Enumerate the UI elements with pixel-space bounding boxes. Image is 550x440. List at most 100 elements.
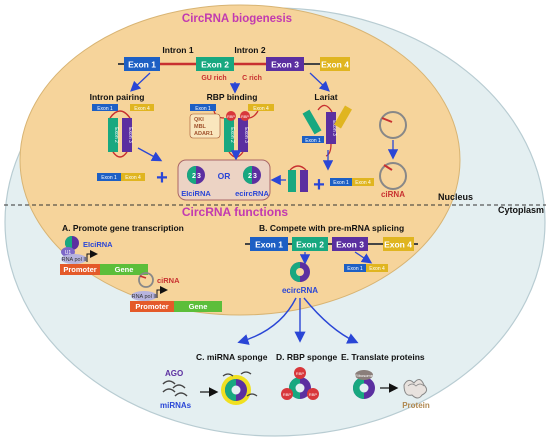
svg-text:Exon 4: Exon 4 — [384, 240, 412, 250]
svg-text:Exon 1: Exon 1 — [101, 175, 117, 181]
intron-2-label: Intron 2 — [234, 45, 265, 55]
mirna-sponge: AGO miRNAs — [160, 369, 258, 410]
transcription-cirna: ciRNA RNA pol II Promoter Gene — [130, 272, 222, 312]
svg-text:Exon 1: Exon 1 — [195, 106, 211, 112]
svg-text:Exon 3: Exon 3 — [336, 240, 364, 250]
svg-text:+: + — [313, 174, 325, 196]
svg-text:Gene: Gene — [189, 302, 208, 311]
exon-3-block — [266, 57, 304, 71]
mirnas-label: miRNAs — [160, 401, 192, 410]
svg-text:RBP: RBP — [283, 392, 292, 397]
linear-product-bottom: Exon 1 Exon 4 — [344, 264, 388, 272]
ecircrna-label: ecircRNA — [235, 189, 269, 198]
svg-text:Exon 2: Exon 2 — [229, 127, 235, 143]
function-c-label: C. miRNA sponge — [196, 352, 268, 362]
svg-text:RBP: RBP — [241, 115, 249, 119]
rbp-binding-structure: Exon 1 Exon 4 Exon 2 Exon 3 RBP RBP QKI … — [189, 104, 274, 158]
ago-label: AGO — [165, 369, 183, 378]
intron-pairing-label: Intron pairing — [90, 92, 145, 102]
exon-2-block — [196, 57, 234, 71]
svg-text:Exon 1: Exon 1 — [305, 138, 321, 144]
svg-text:Exon 3: Exon 3 — [331, 120, 337, 136]
ecircrna-central: ecircRNA — [282, 262, 318, 295]
rbp-binding-label: RBP binding — [207, 92, 258, 102]
svg-text:Exon 1: Exon 1 — [347, 266, 363, 272]
translate-proteins: Ribosome Protein — [353, 370, 430, 410]
arrow-pairing-to-product — [137, 147, 163, 162]
svg-text:RBP: RBP — [309, 392, 318, 397]
exon-2-label: Exon 2 — [201, 60, 229, 70]
or-label: OR — [218, 171, 231, 181]
gu-rich-label: GU rich — [201, 75, 226, 82]
cirna-label-nucleus: ciRNA — [381, 190, 405, 199]
rbp-sponge: RBP RBP RBP — [281, 367, 319, 400]
biogenesis-title: CircRNA biogenesis — [182, 13, 292, 25]
svg-text:Exon 4: Exon 4 — [125, 175, 141, 181]
svg-text:Promoter: Promoter — [63, 265, 96, 274]
svg-text:Exon 4: Exon 4 — [253, 106, 269, 112]
ecircrna-central-label: ecircRNA — [282, 286, 318, 295]
exon-1-label: Exon 1 — [128, 60, 156, 70]
linear-product-left: Exon 1 Exon 4 + — [97, 167, 168, 189]
svg-text:2: 2 — [192, 173, 196, 180]
lariat-label: Lariat — [314, 92, 337, 102]
svg-text:Exon 2: Exon 2 — [296, 240, 324, 250]
protein-label: Protein — [402, 401, 430, 410]
svg-text:Exon 4: Exon 4 — [369, 266, 385, 272]
transcription-elcirna: EIciRNA U1 RNA pol II Promoter Gene — [60, 236, 148, 275]
svg-text:RNA pol II: RNA pol II — [62, 257, 87, 263]
svg-text:Exon 1: Exon 1 — [255, 240, 283, 250]
nucleus-label: Nucleus — [438, 192, 473, 202]
svg-text:2: 2 — [248, 173, 252, 180]
functions-title: CircRNA functions — [182, 205, 289, 219]
svg-text:RBP: RBP — [296, 371, 305, 376]
intron-pairing-structure: Exon 1 Exon 2 Exon 3 Exon 4 — [92, 104, 154, 158]
circrna-products-box: 2 3 EIciRNA OR 2 3 ecircRNA — [177, 159, 271, 201]
svg-text:Exon 3: Exon 3 — [127, 127, 133, 143]
lariat-product-right: + Exon 1 Exon 4 — [270, 165, 374, 196]
exon-3-label: Exon 3 — [271, 60, 299, 70]
svg-text:3: 3 — [197, 173, 201, 180]
svg-text:Exon 3: Exon 3 — [243, 127, 249, 143]
intron-1-label: Intron 1 — [162, 45, 193, 55]
exon-1-block — [124, 57, 160, 71]
pre-mrna-top: Exon 1 Exon 2 Exon 3 Exon 4 Intron 1 Int… — [118, 45, 350, 82]
svg-text:Exon 2: Exon 2 — [113, 127, 119, 143]
mbl-label: MBL — [194, 124, 207, 130]
cirna-pathway: ciRNA — [379, 111, 407, 199]
svg-text:RNA pol II: RNA pol II — [132, 294, 157, 300]
arrow-to-intron-pairing — [130, 72, 151, 92]
svg-text:RBP: RBP — [227, 115, 235, 119]
arrow-to-lariat — [309, 72, 330, 92]
svg-text:Exon 4: Exon 4 — [134, 106, 150, 112]
exon-4-block — [320, 57, 350, 71]
adar1-label: ADAR1 — [194, 131, 213, 137]
exon-4-label: Exon 4 — [321, 60, 349, 70]
cytoplasm-label: Cytoplasm — [498, 205, 544, 215]
svg-text:Exon 4: Exon 4 — [355, 180, 371, 186]
qki-label: QKI — [194, 117, 204, 123]
svg-text:Exon 1: Exon 1 — [97, 106, 113, 112]
svg-text:3: 3 — [253, 173, 257, 180]
svg-text:Exon 1: Exon 1 — [333, 180, 349, 186]
function-b-label: B. Compete with pre-mRNA splicing — [259, 223, 404, 233]
svg-text:ciRNA: ciRNA — [157, 276, 180, 285]
arrow-to-translate — [303, 297, 359, 344]
arrow-to-mirna-sponge — [237, 297, 297, 345]
arrow-to-linear-bottom — [354, 251, 373, 264]
svg-text:+: + — [156, 167, 168, 189]
svg-text:Promoter: Promoter — [135, 302, 168, 311]
svg-text:Gene: Gene — [115, 265, 134, 274]
function-a-label: A. Promote gene transcription — [62, 223, 184, 233]
svg-text:EIciRNA: EIciRNA — [83, 240, 113, 249]
function-d-label: D. RBP sponge — [276, 352, 338, 362]
elcirna-label: EIciRNA — [181, 189, 211, 198]
svg-text:Ribosome: Ribosome — [355, 373, 374, 378]
pre-mrna-bottom: Exon 1 Exon 2 Exon 3 Exon 4 — [245, 237, 418, 251]
lariat-structure: Exon 3 Exon 1 — [302, 104, 352, 157]
c-rich-label: C rich — [242, 75, 262, 82]
function-e-label: E. Translate proteins — [341, 352, 425, 362]
svg-text:U1: U1 — [65, 250, 72, 256]
